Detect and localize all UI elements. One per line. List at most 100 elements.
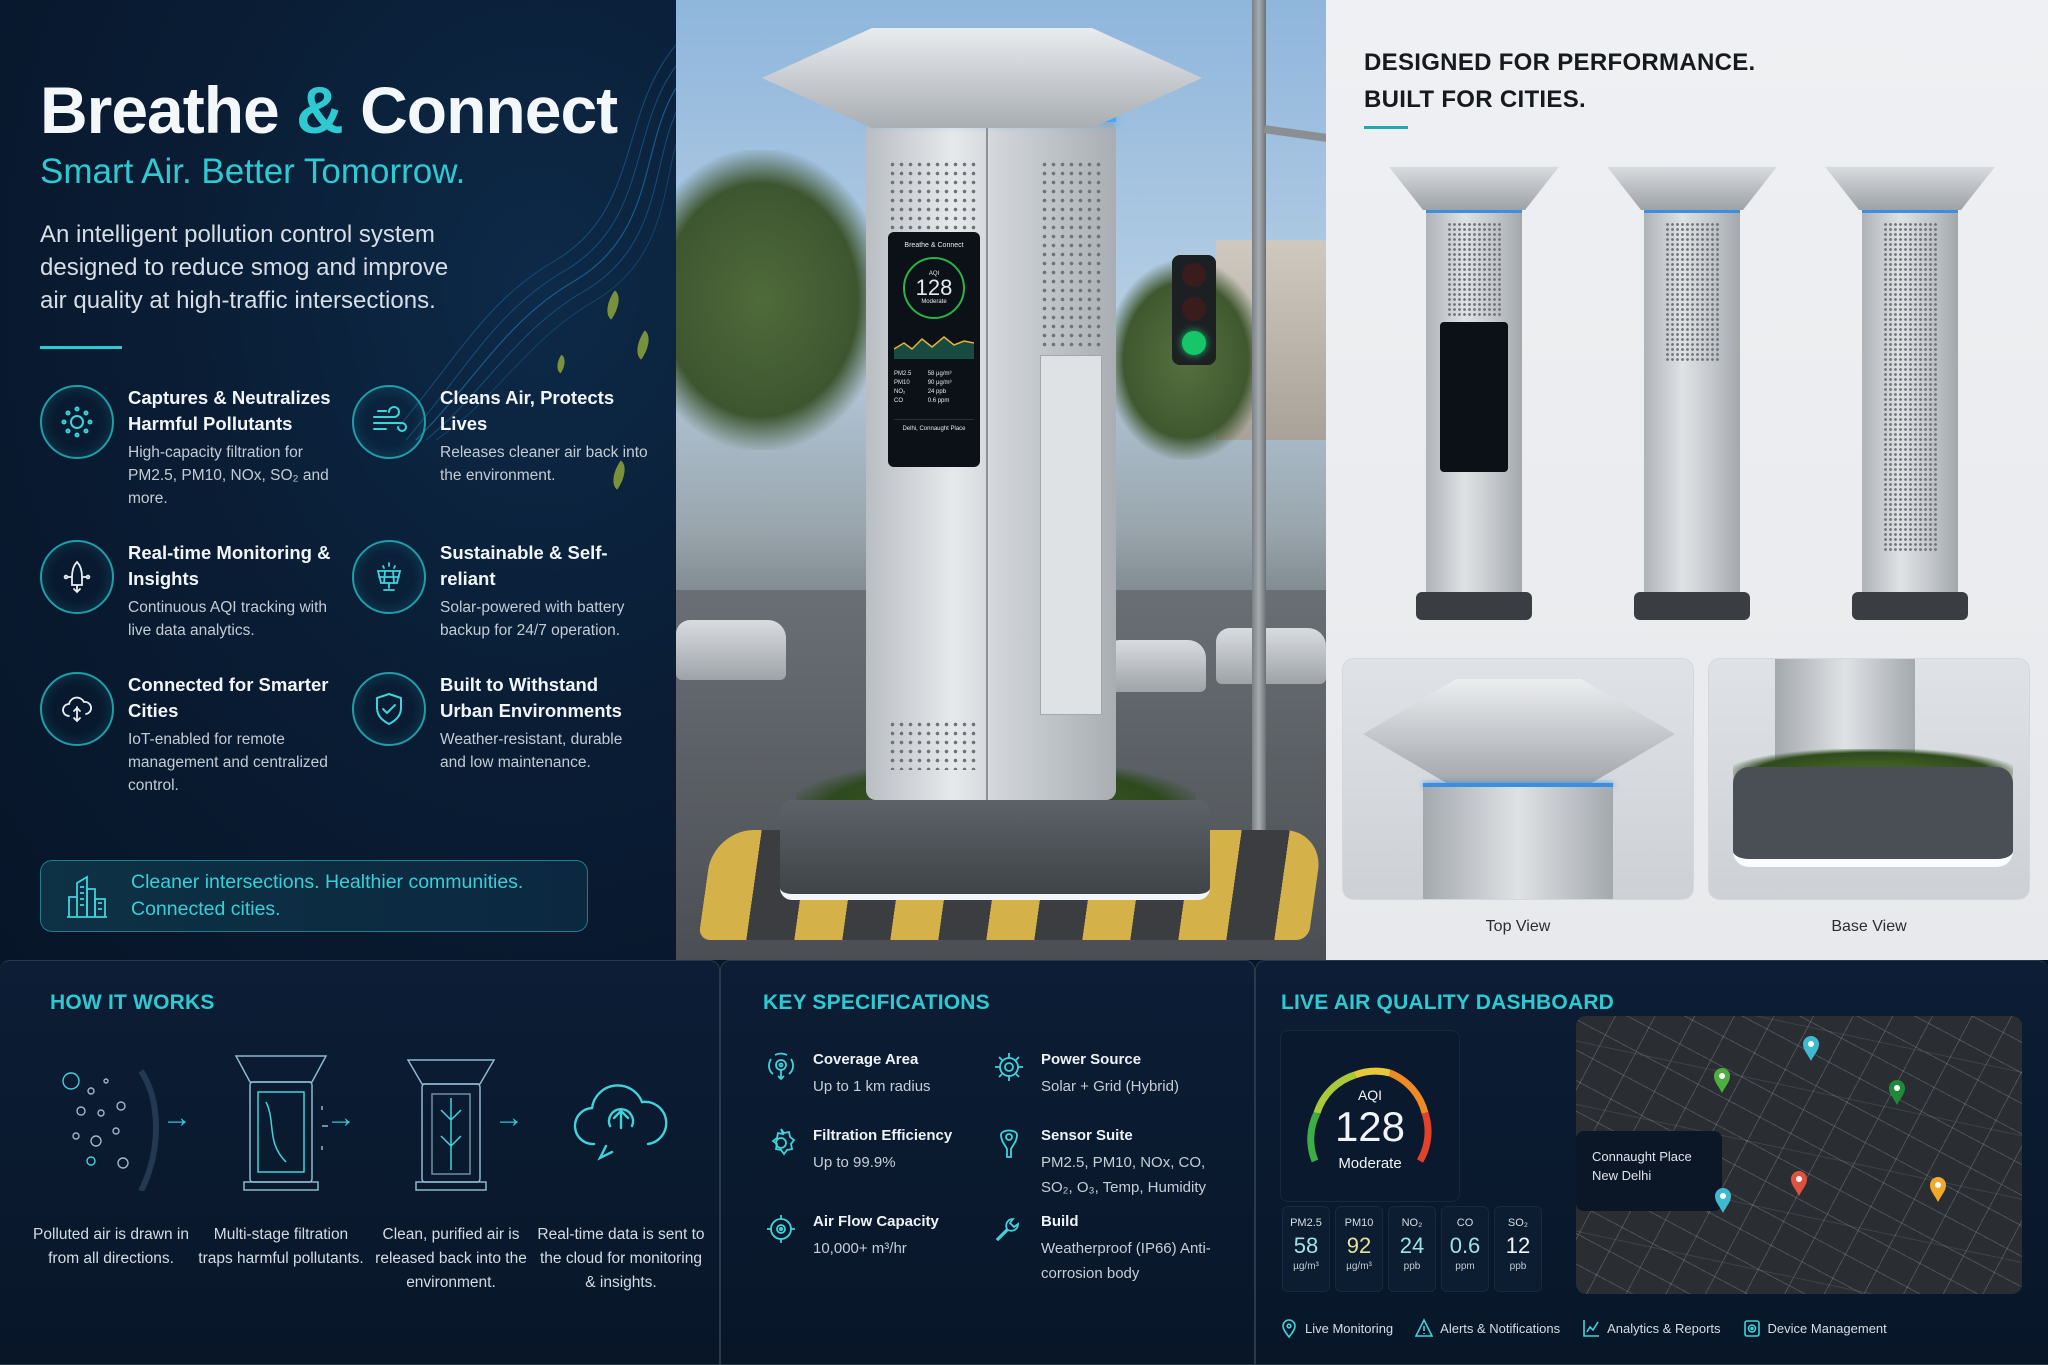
metric-unit: ppb xyxy=(1403,1261,1421,1272)
feature-title: Built to Withstand Urban Environments xyxy=(440,674,622,721)
spec-value: PM2.5, PM10, NOx, CO, SO₂, O₃, Temp, Hum… xyxy=(1041,1154,1207,1196)
design-heading-line-1: DESIGNED FOR PERFORMANCE. xyxy=(1364,49,1756,76)
alert-triangle-icon xyxy=(1415,1318,1434,1337)
tower-canopy xyxy=(762,28,1202,128)
filter-gear-icon xyxy=(763,1125,799,1211)
spec-value: 10,000+ m³/hr xyxy=(813,1240,907,1257)
map-pin-icon[interactable] xyxy=(1712,1067,1732,1093)
airflow-icon xyxy=(763,1211,799,1287)
section-title: KEY SPECIFICATIONS xyxy=(763,991,990,1014)
spec-title: Power Source xyxy=(1041,1051,1142,1068)
purified-tower-icon xyxy=(366,1041,536,1201)
rear-view: Rear View xyxy=(1820,162,2000,620)
process-steps: Polluted air is drawn in from all direct… xyxy=(26,1041,706,1295)
screen-aqi-label: AQI xyxy=(928,271,940,277)
map-pin-icon[interactable] xyxy=(1928,1176,1948,1202)
front-view-render xyxy=(1389,162,1559,620)
screen-aqi-status: Moderate xyxy=(921,299,947,305)
front-screen xyxy=(1440,322,1508,472)
feature-title: Captures & Neutralizes Harmful Pollutant… xyxy=(128,387,331,434)
service-door xyxy=(1040,355,1102,715)
planter-base xyxy=(780,800,1210,900)
aqi-gauge xyxy=(1307,1067,1432,1163)
nav-label: Live Monitoring xyxy=(1305,1320,1394,1336)
metric-unit: ppb xyxy=(1509,1261,1527,1272)
slogan-line-1: Cleaner intersections. Healthier communi… xyxy=(131,871,524,893)
map-pin-icon[interactable] xyxy=(1887,1079,1907,1105)
traffic-pole-arm xyxy=(1263,125,1326,143)
accent-divider xyxy=(40,346,122,349)
metric-name: PM10 xyxy=(1344,1217,1374,1229)
design-heading-line-2: BUILT FOR CITIES. xyxy=(1364,86,1586,113)
slogan-line-2: Connected cities. xyxy=(131,898,281,920)
process-step: Real-time data is sent to the cloud for … xyxy=(536,1041,706,1295)
side-view-render xyxy=(1607,162,1777,620)
map-pin-icon[interactable] xyxy=(1801,1035,1821,1061)
device-settings-icon xyxy=(1743,1320,1760,1337)
aqi-status: Moderate xyxy=(1338,1155,1402,1172)
monitoring-icon xyxy=(40,540,114,614)
reading-name: CO xyxy=(894,398,903,404)
power-icon xyxy=(991,1049,1027,1125)
feature-item: Captures & Neutralizes Harmful Pollutant… xyxy=(40,385,352,510)
perforated-panel xyxy=(1040,160,1102,350)
rear-view-render xyxy=(1825,162,1995,620)
feature-item: Cleans Air, Protects Lives Releases clea… xyxy=(352,385,652,510)
map-pin-icon[interactable] xyxy=(1789,1170,1809,1196)
nav-device-management[interactable]: Device Management xyxy=(1743,1318,1887,1338)
cloud-icon xyxy=(40,672,114,746)
dashboard-nav: Live Monitoring Alerts & Notifications A… xyxy=(1280,1318,1887,1338)
reading-value: 90 µg/m³ xyxy=(927,380,952,386)
map-pin-icon[interactable] xyxy=(1713,1187,1733,1213)
spec-title: Build xyxy=(1041,1213,1079,1230)
feature-item: Sustainable & Self-reliant Solar-powered… xyxy=(352,540,652,642)
screen-aqi-ring: AQI 128 Moderate xyxy=(903,257,965,319)
feature-title: Cleans Air, Protects Lives xyxy=(440,387,615,434)
base-view-image xyxy=(1708,658,2030,900)
trees xyxy=(676,150,886,450)
spec-value: Up to 1 km radius xyxy=(813,1078,931,1095)
slogan-text: Cleaner intersections. Healthier communi… xyxy=(131,869,523,923)
live-dashboard-panel: LIVE AIR QUALITY DASHBOARD Connaught Pla… xyxy=(1255,960,2048,1365)
nav-live-monitoring[interactable]: Live Monitoring xyxy=(1280,1318,1393,1338)
spec-value: Weatherproof (IP66) Anti-corrosion body xyxy=(1041,1240,1211,1282)
metric-name: SO₂ xyxy=(1507,1217,1529,1229)
feature-description: Continuous AQI tracking with live data a… xyxy=(128,599,328,639)
slogan-banner: Cleaner intersections. Healthier communi… xyxy=(40,860,588,932)
product-description: An intelligent pollution control system … xyxy=(40,221,449,314)
feature-title: Real-time Monitoring & Insights xyxy=(128,542,331,589)
car xyxy=(1106,640,1206,692)
product-title: Breathe & Connect xyxy=(40,72,618,148)
city-map[interactable] xyxy=(1576,1016,2022,1294)
feature-item: Built to Withstand Urban Environments We… xyxy=(352,672,652,797)
tower-display-screen: Breathe & Connect AQI 128 Moderate PM2.5… xyxy=(888,232,980,467)
aqi-value: 128 xyxy=(1334,1103,1406,1150)
particles-icon xyxy=(40,385,114,459)
title-word-breathe: Breathe xyxy=(40,73,280,147)
cloud-upload-icon xyxy=(536,1041,706,1201)
nav-label: Analytics & Reports xyxy=(1607,1320,1721,1336)
metric-value: 58 xyxy=(1293,1233,1319,1258)
nav-alerts[interactable]: Alerts & Notifications xyxy=(1415,1318,1560,1338)
metric-unit: ppm xyxy=(1455,1261,1475,1272)
nav-analytics[interactable]: Analytics & Reports xyxy=(1582,1318,1721,1338)
coverage-icon xyxy=(763,1049,799,1125)
feature-description: IoT-enabled for remote management and ce… xyxy=(128,731,328,794)
reading-name: NO₂ xyxy=(894,389,906,395)
build-icon xyxy=(991,1211,1027,1287)
